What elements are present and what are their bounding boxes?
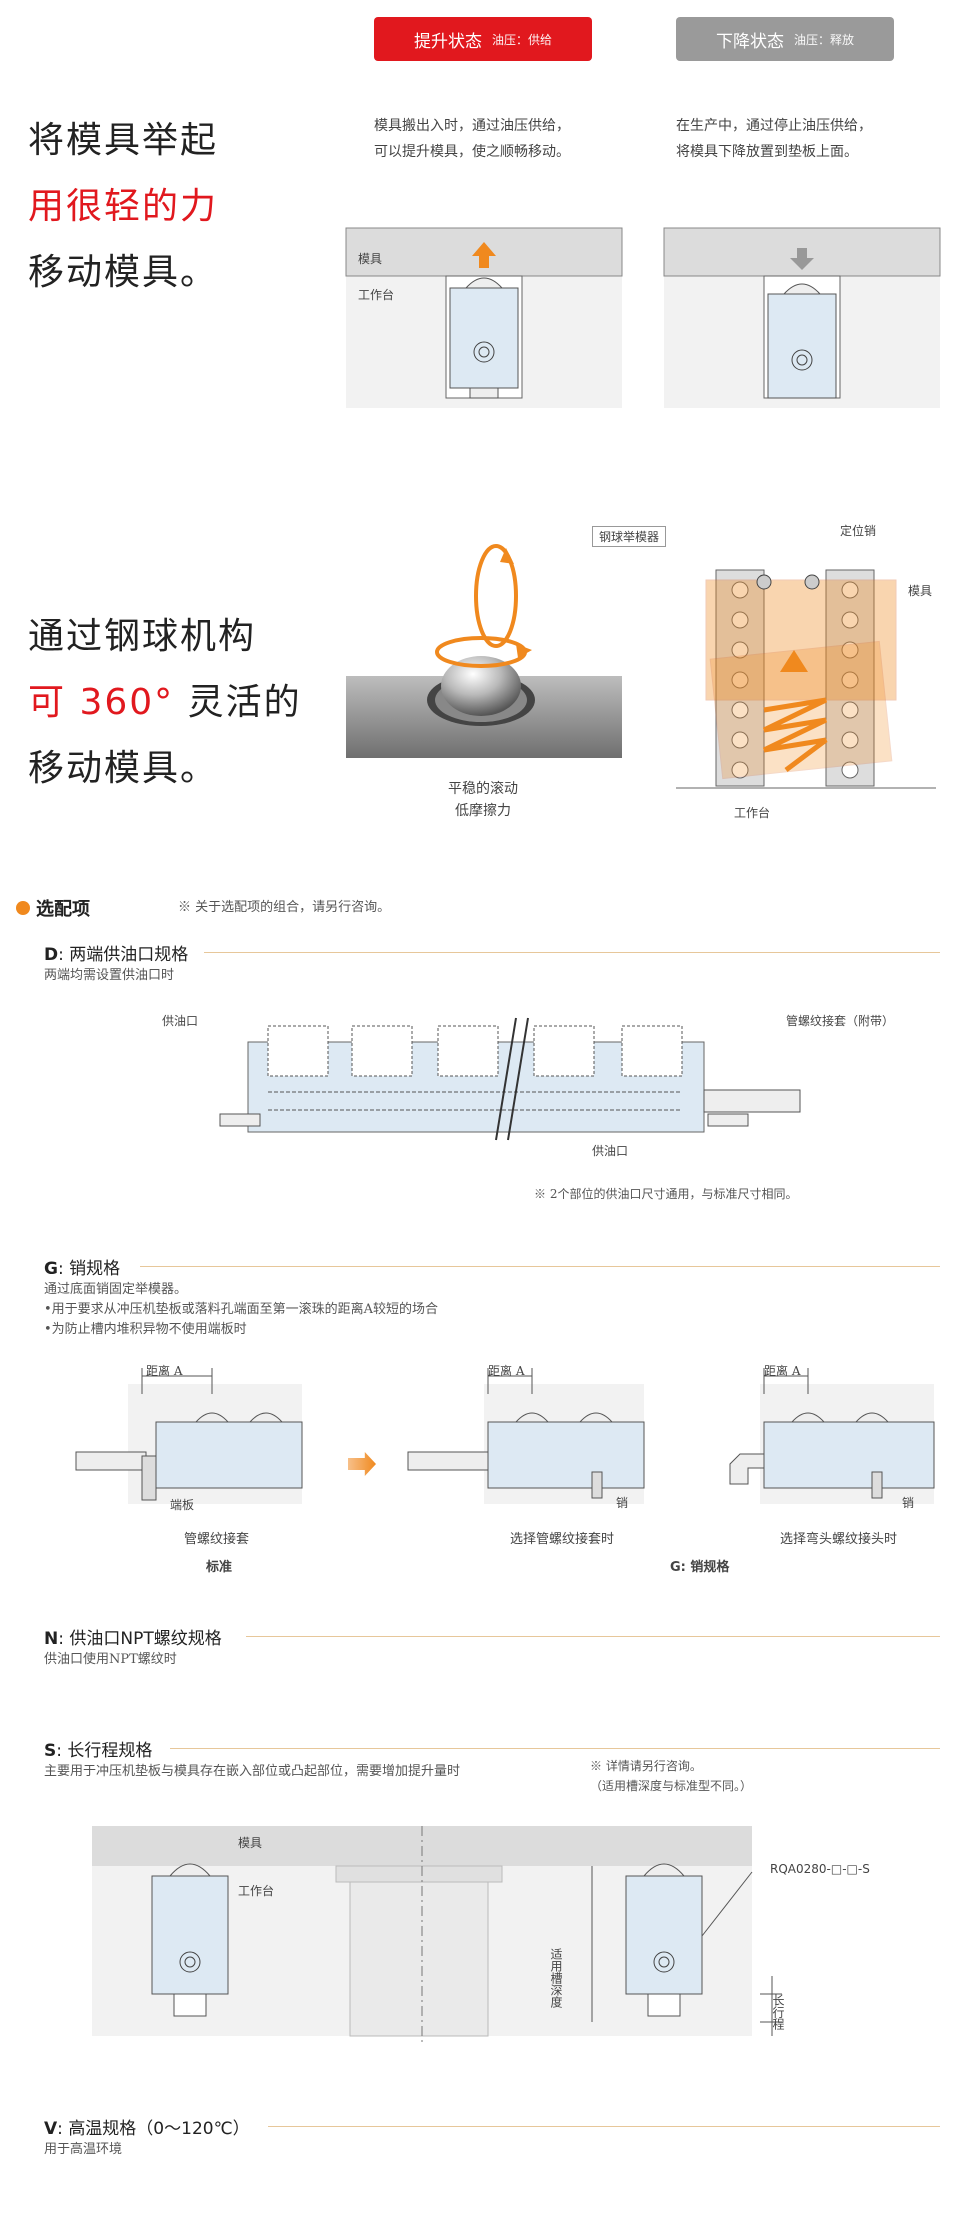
- fig1-table-label: 工作台: [358, 288, 395, 302]
- option-s-model: RQA0280-□-□-S: [770, 1862, 870, 1876]
- option-s-note: ※ 详情请另行咨询。（适用槽深度与标准型不同。）: [590, 1759, 753, 1793]
- lift-desc: 模具搬出入时，通过油压供给，可以提升模具，使之顺畅移动。: [374, 118, 570, 160]
- option-g-dist-3: 距离 A: [764, 1364, 801, 1378]
- option-g-std: 标准: [206, 1560, 233, 1575]
- option-s-figure: [92, 1826, 782, 2046]
- option-g-pipe-figure: [407, 1368, 645, 1504]
- option-s-rule: [170, 1748, 940, 1749]
- lift-state-badge: 提升状态 油压：供给: [374, 17, 592, 61]
- option-v-desc: 用于高温环境: [44, 2142, 123, 2157]
- options-bullet-icon: [16, 901, 30, 915]
- ball-transfer-figure: [346, 544, 622, 758]
- option-g-title: G: 销规格: [44, 1259, 121, 1279]
- option-g-cap-2: 选择管螺纹接套时: [510, 1532, 615, 1547]
- fig2-mold-label: 模具: [908, 584, 933, 598]
- options-title: 选配项: [36, 899, 90, 920]
- option-g-desc: 通过底面销固定举模器。•用于要求从冲压机垫板或落料孔端面至第一滚珠的距离A较短的…: [44, 1282, 439, 1337]
- lower-state-figure: [663, 227, 941, 408]
- lift-state-figure: [345, 227, 623, 408]
- fig2-table-label: 工作台: [734, 806, 771, 820]
- option-g-pin-1: 销: [616, 1496, 629, 1510]
- option-g-pin-2: 销: [902, 1496, 915, 1510]
- option-s-title: S: 长行程规格: [44, 1741, 153, 1761]
- option-s-stroke: 长行程: [771, 1994, 785, 2030]
- headline-2: 通过钢球机构 可 360° 灵活的 移动模具。: [28, 616, 302, 789]
- lower-state-title: 下降状态: [715, 31, 784, 52]
- option-d-port-left: 供油口: [162, 1014, 199, 1028]
- option-d-rule: [204, 952, 940, 953]
- option-d-title: D: 两端供油口规格: [44, 945, 189, 965]
- option-g-cap-3: 选择弯头螺纹接头时: [780, 1532, 898, 1547]
- arrow-right-icon: [348, 1452, 376, 1476]
- option-n-desc: 供油口使用NPT螺纹时: [44, 1652, 177, 1667]
- options-header: 选配项: [16, 895, 90, 921]
- option-g-dist-1: 距离 A: [146, 1364, 183, 1378]
- option-d-note: ※ 2个部位的供油口尺寸通用，与标准尺寸相同。: [534, 1187, 798, 1201]
- option-g-cap-1: 管螺纹接套: [184, 1532, 250, 1547]
- fig1-mold-label: 模具: [358, 252, 383, 266]
- option-v-title: V: 高温规格（0～120℃）: [44, 2119, 250, 2139]
- option-s-depth: 适用槽深度: [549, 1948, 563, 2008]
- option-d-desc: 两端均需设置供油口时: [44, 968, 175, 983]
- lift-state-sub: 油压：供给: [491, 32, 552, 47]
- fig2-pin-label: 定位销: [840, 524, 877, 538]
- fig2-lifter-label: 钢球举模器: [592, 526, 667, 547]
- option-g-spec: G: 销规格: [670, 1560, 730, 1575]
- option-g-endplate: 端板: [170, 1498, 195, 1512]
- option-n-rule: [246, 1636, 940, 1637]
- lift-state-title: 提升状态: [413, 31, 482, 52]
- ball-caption: 平稳的滚动低摩擦力: [448, 781, 518, 819]
- lifter-mold-figure: [676, 569, 936, 789]
- option-n-title: N: 供油口NPT螺纹规格: [44, 1629, 222, 1649]
- option-s-table: 工作台: [238, 1884, 275, 1898]
- options-note: ※ 关于选配项的组合，请另行咨询。: [178, 900, 391, 915]
- option-v-rule: [268, 2126, 940, 2127]
- lower-desc: 在生产中，通过停止油压供给，将模具下降放置到垫板上面。: [676, 118, 872, 160]
- headline-1: 将模具举起 用很轻的力 移动模具。: [28, 120, 219, 293]
- option-g-dist-2: 距离 A: [488, 1364, 525, 1378]
- option-d-figure: [219, 1017, 801, 1141]
- option-g-rule: [140, 1266, 940, 1267]
- option-s-mold: 模具: [238, 1836, 263, 1850]
- lower-state-badge: 下降状态 油压：释放: [676, 17, 894, 61]
- option-d-port-bottom: 供油口: [592, 1144, 629, 1158]
- option-g-elbow-figure: [729, 1368, 935, 1504]
- lower-state-sub: 油压：释放: [793, 32, 854, 47]
- option-s-desc: 主要用于冲压机垫板与模具存在嵌入部位或凸起部位，需要增加提升量时: [44, 1764, 461, 1779]
- option-g-standard-figure: [75, 1368, 303, 1504]
- option-d-fitting: 管螺纹接套（附带）: [786, 1014, 895, 1028]
